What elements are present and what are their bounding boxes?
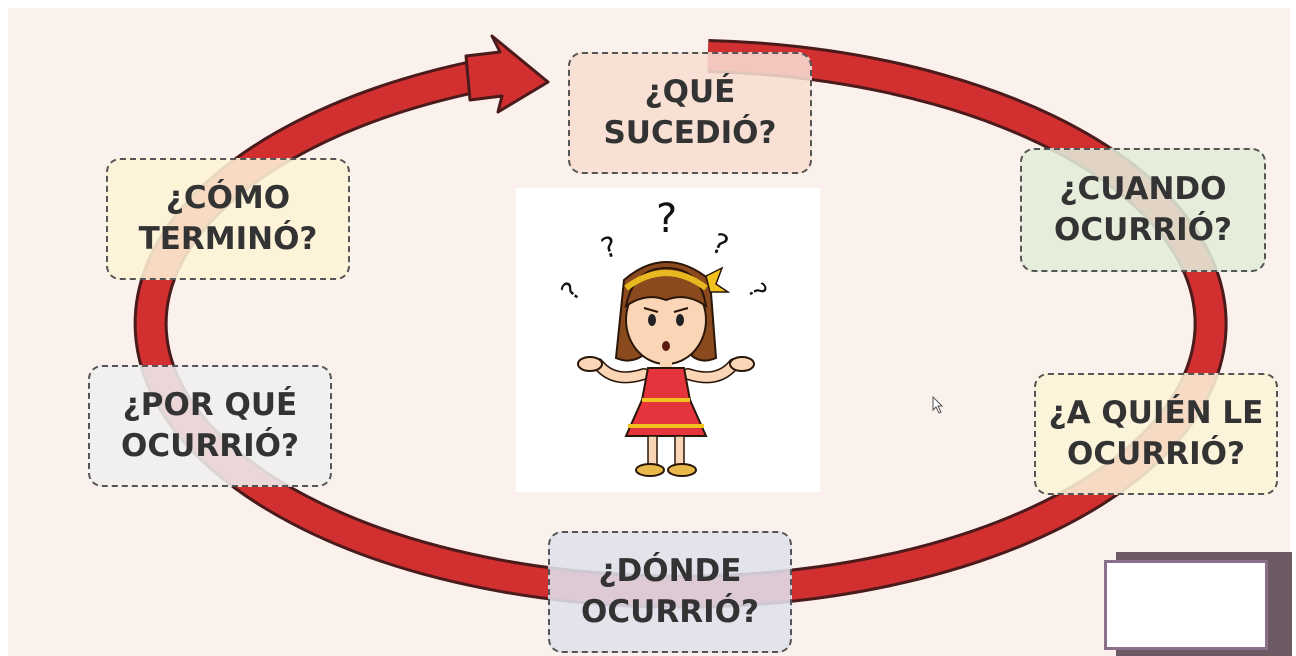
slide: ¿QUÉ SUCEDIÓ? ¿CUANDO OCURRIÓ? ¿A QUIÉN … (8, 8, 1290, 656)
question-mark: ? (556, 277, 588, 307)
question-text: ¿CÓMO TERMINÓ? (138, 180, 318, 257)
webcam-blank-panel (1104, 560, 1268, 650)
webcam-overlay (1104, 552, 1292, 656)
confused-girl-illustration: ? ? ? ? ? (516, 188, 820, 492)
question-mark: ? (707, 226, 733, 262)
question-box-a-quien-le-ocurrio: ¿A QUIÉN LE OCURRIÓ? (1034, 373, 1278, 495)
question-text: ¿POR QUÉ OCURRIÓ? (121, 387, 299, 464)
question-box-que-sucedio: ¿QUÉ SUCEDIÓ? (568, 52, 812, 174)
question-mark: ? (597, 229, 621, 265)
question-box-por-que-ocurrio: ¿POR QUÉ OCURRIÓ? (88, 365, 332, 487)
question-mark: ? (656, 196, 677, 242)
question-box-como-termino: ¿CÓMO TERMINÓ? (106, 158, 350, 280)
question-mark: ? (742, 278, 773, 303)
cycle-arrowhead (464, 34, 550, 114)
question-text: ¿QUÉ SUCEDIÓ? (603, 74, 777, 151)
question-box-cuando-ocurrio: ¿CUANDO OCURRIÓ? (1020, 148, 1266, 272)
question-text: ¿A QUIÉN LE OCURRIÓ? (1048, 395, 1264, 472)
mouse-cursor-icon (932, 395, 944, 418)
girl-drawing: ? ? ? ? ? (556, 196, 773, 477)
question-text: ¿DÓNDE OCURRIÓ? (581, 553, 759, 630)
question-text: ¿CUANDO OCURRIÓ? (1054, 171, 1232, 248)
question-box-donde-ocurrio: ¿DÓNDE OCURRIÓ? (548, 531, 792, 653)
